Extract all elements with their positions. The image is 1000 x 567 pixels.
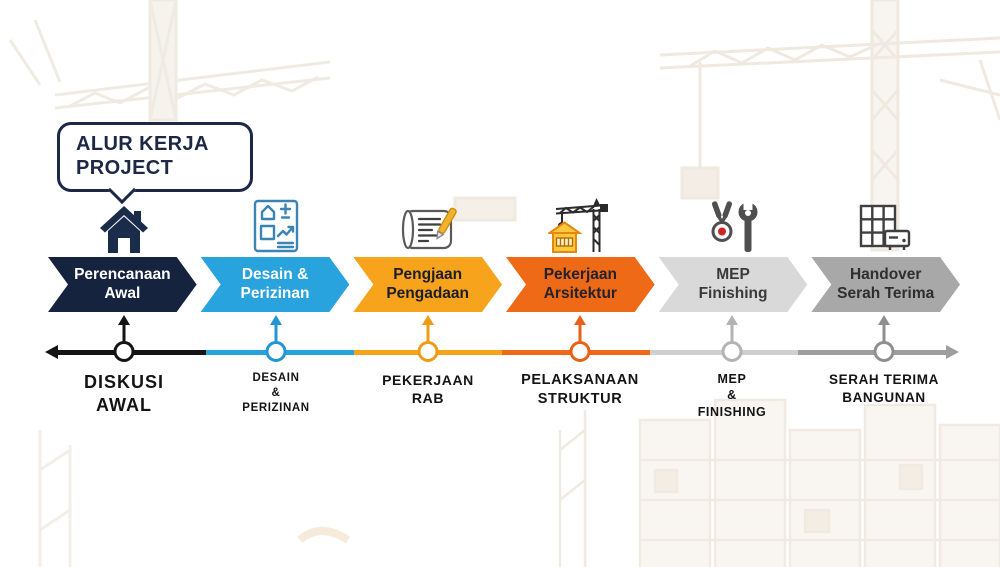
chevron-desain-perizinan: Desain & Perizinan — [201, 257, 350, 312]
stage-icon-cell — [352, 206, 504, 254]
milestone-node — [417, 341, 439, 362]
milestone-marker — [808, 315, 960, 362]
chevron-pengjaan-pengadaan: Pengjaan Pengadaan — [353, 257, 502, 312]
timeline-label-pekerjaan-rab: PEKERJAAN RAB — [382, 372, 474, 407]
up-arrow-icon — [422, 315, 434, 325]
timeline-segment — [798, 350, 946, 355]
milestone-marker — [352, 315, 504, 362]
timeline-label-desain-perizinan: DESAIN & PERIZINAN — [242, 372, 310, 414]
up-arrow-icon — [878, 315, 890, 325]
chevron-pekerjaan-arsitektur: Pekerjaan Arsitektur — [506, 257, 655, 312]
milestone-marker — [656, 315, 808, 362]
timeline-left-arrow-icon — [45, 345, 58, 359]
scroll-pencil-icon — [401, 207, 457, 250]
milestone-node — [721, 341, 743, 362]
milestone-node — [113, 341, 135, 362]
stage-icon-cell — [808, 202, 960, 254]
timeline-markers — [48, 315, 960, 362]
milestone-node — [569, 341, 591, 362]
window-grid-monitor-icon — [859, 204, 911, 250]
stage-icons-row — [48, 186, 960, 254]
timeline-label-serah-terima: SERAH TERIMA BANGUNAN — [829, 372, 939, 405]
stage-icon-cell — [656, 200, 808, 254]
milestone-node — [265, 341, 287, 362]
timeline-labels: DISKUSI AWAL DESAIN & PERIZINAN PEKERJAA… — [48, 371, 960, 420]
stage-icon-cell — [200, 198, 352, 254]
up-arrow-icon — [726, 315, 738, 325]
milestone-node — [873, 341, 895, 362]
blueprint-document-icon — [253, 199, 299, 253]
chevron-perencanaan-awal: Perencanaan Awal — [48, 257, 197, 312]
house-icon — [100, 206, 148, 253]
up-arrow-icon — [574, 315, 586, 325]
chevron-handover-serah-terima: Handover Serah Terima — [811, 257, 960, 312]
timeline-label-diskusi-awal: DISKUSI AWAL — [83, 372, 164, 415]
stage-icon-cell — [48, 204, 200, 254]
chevron-ribbon: Perencanaan Awal Desain & Perizinan Peng… — [48, 257, 960, 312]
milestone-marker — [504, 315, 656, 362]
timeline-label-mep-finishing: MEP & FINISHING — [697, 372, 767, 419]
stage-icon-cell — [504, 196, 656, 254]
chevron-mep-finishing: MEP Finishing — [659, 257, 808, 312]
crane-house-icon — [548, 198, 608, 253]
tools-icon — [711, 200, 758, 252]
up-arrow-icon — [270, 315, 282, 325]
milestone-marker — [200, 315, 352, 362]
timeline-label-pelaksanaan-struktur: PELAKSANAAN STRUKTUR — [521, 372, 639, 407]
page-title: ALUR KERJA PROJECT — [76, 133, 209, 179]
timeline-right-arrow-icon — [946, 345, 959, 359]
milestone-marker — [48, 315, 200, 362]
title-bubble: ALUR KERJA PROJECT — [57, 122, 253, 205]
up-arrow-icon — [118, 315, 130, 325]
